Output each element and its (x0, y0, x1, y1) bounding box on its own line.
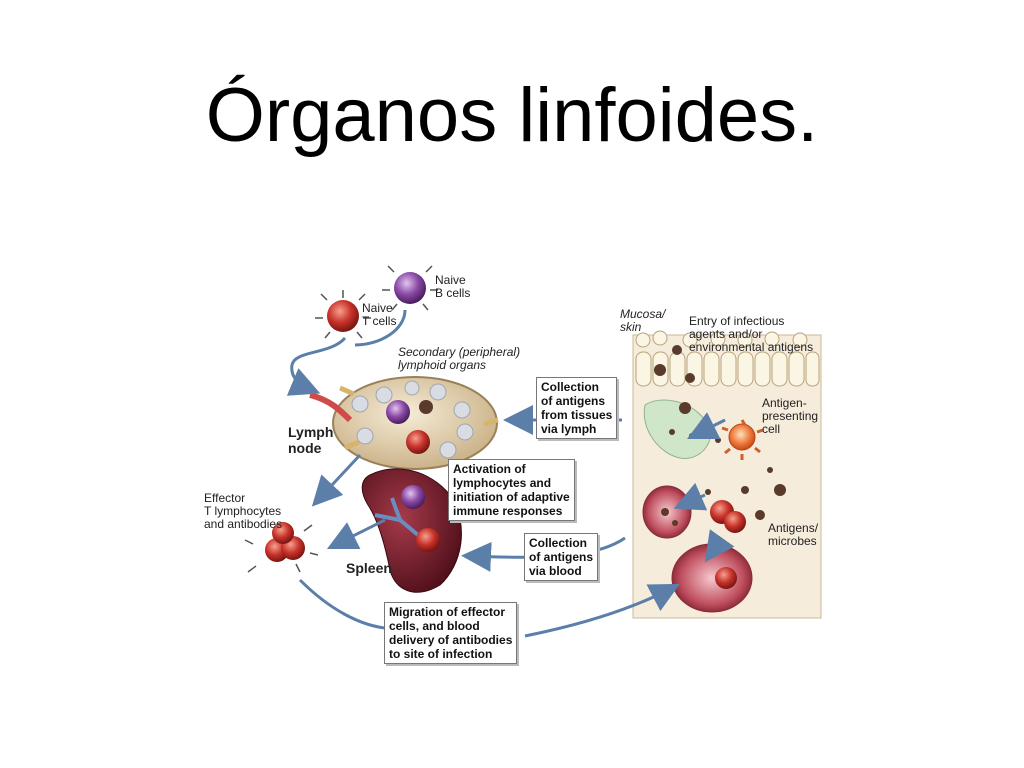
lymph-node-label: Lymph node (288, 424, 333, 456)
spleen-b-cell (401, 485, 425, 509)
activation-box: Activation of lymphocytes and initiation… (448, 459, 575, 521)
secondary-organs-label: Secondary (peripheral) lymphoid organs (398, 346, 520, 372)
node-t-cell (406, 430, 430, 454)
antigen-presenting-cell-label: Antigen- presenting cell (762, 397, 818, 436)
node-antigen (419, 400, 433, 414)
entry-infectious-label: Entry of infectious agents and/or enviro… (689, 315, 813, 354)
collection-blood-box: Collection of antigens via blood (524, 533, 598, 581)
naive-b-cells-label: Naive B cells (435, 274, 470, 300)
spleen-label: Spleen (346, 560, 392, 576)
node-b-cell (386, 400, 410, 424)
antigens-microbes-label: Antigens/ microbes (768, 522, 818, 548)
migration-box: Migration of effector cells, and blood d… (384, 602, 517, 664)
effector-label: Effector T lymphocytes and antibodies (204, 492, 282, 531)
spleen-t-cell (416, 528, 440, 552)
collection-lymph-box: Collection of antigens from tissues via … (536, 377, 617, 439)
lymph-node (310, 377, 498, 469)
mucosa-skin-label: Mucosa/ skin (620, 308, 665, 334)
naive-t-cells-label: Naive T cells (362, 302, 396, 328)
